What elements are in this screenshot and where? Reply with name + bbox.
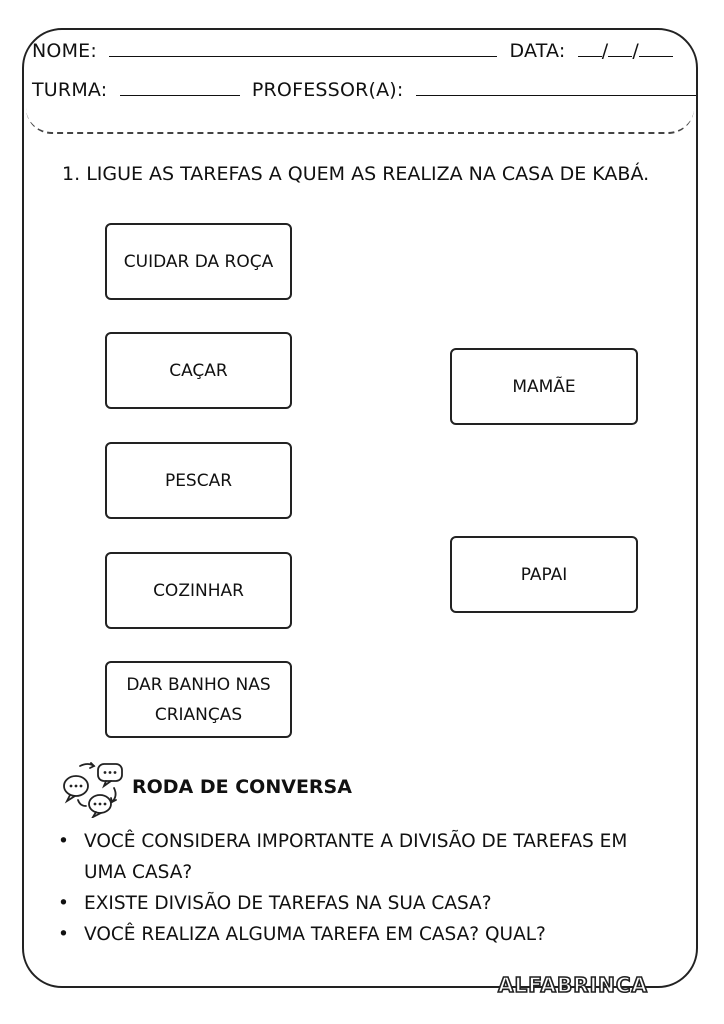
professor-field[interactable] xyxy=(415,79,696,96)
section-title: RODA DE CONVERSA xyxy=(132,776,352,798)
task-box[interactable]: PESCAR xyxy=(105,442,292,519)
turma-label: TURMA: xyxy=(32,79,108,101)
alfabrinca-logo: ALFABRINCA xyxy=(497,972,648,998)
task-label-line: DAR BANHO NAS xyxy=(126,674,271,695)
bullet-icon: • xyxy=(58,831,69,852)
list-item: • VOCÊ CONSIDERA IMPORTANTE A DIVISÃO DE… xyxy=(58,826,688,888)
data-label: DATA: xyxy=(509,40,566,62)
task-label: COZINHAR xyxy=(153,580,244,601)
task-box[interactable]: DAR BANHO NAS CRIANÇAS xyxy=(105,661,292,738)
question-number: 1. xyxy=(62,163,81,185)
nome-label: NOME: xyxy=(32,40,97,62)
task-box[interactable]: COZINHAR xyxy=(105,552,292,629)
list-item-text: EXISTE DIVISÃO DE TAREFAS NA SUA CASA? xyxy=(84,893,492,914)
task-label-line: CRIANÇAS xyxy=(154,704,243,725)
list-item-text: UMA CASA? xyxy=(84,862,193,883)
list-item: • VOCÊ REALIZA ALGUMA TAREFA EM CASA? QU… xyxy=(58,919,688,950)
speech-bubbles-icon xyxy=(63,762,123,818)
bullet-icon: • xyxy=(58,893,69,914)
turma-field[interactable] xyxy=(119,79,240,96)
discussion-list: • VOCÊ CONSIDERA IMPORTANTE A DIVISÃO DE… xyxy=(58,826,688,950)
bullet-icon: • xyxy=(58,924,69,945)
person-label: PAPAI xyxy=(520,564,568,585)
task-label: PESCAR xyxy=(164,470,233,491)
data-month-field[interactable] xyxy=(608,40,633,57)
professor-label: PROFESSOR(A): xyxy=(251,79,404,101)
nome-field[interactable] xyxy=(109,40,498,57)
task-label: CUIDAR DA ROÇA xyxy=(123,251,274,272)
data-day-field[interactable] xyxy=(577,40,602,57)
data-year-field[interactable] xyxy=(638,40,673,57)
brand-name: ALFABRINCA xyxy=(498,973,648,997)
page-border xyxy=(22,28,698,988)
task-box[interactable]: CUIDAR DA ROÇA xyxy=(105,223,292,300)
list-item: • EXISTE DIVISÃO DE TAREFAS NA SUA CASA? xyxy=(58,888,688,919)
list-item-text: VOCÊ CONSIDERA IMPORTANTE A DIVISÃO DE T… xyxy=(84,831,628,852)
question-text: LIGUE AS TAREFAS A QUEM AS REALIZA NA CA… xyxy=(86,163,650,185)
task-label: CAÇAR xyxy=(169,360,228,381)
task-box[interactable]: CAÇAR xyxy=(105,332,292,409)
nome-row: NOME: DATA: / / xyxy=(32,40,673,62)
data-separator: / xyxy=(601,40,609,62)
turma-row: TURMA: PROFESSOR(A): xyxy=(32,79,696,101)
data-separator: / xyxy=(632,40,639,62)
header-separator xyxy=(26,108,694,134)
person-box-mamae[interactable]: MAMÃE xyxy=(450,348,638,425)
person-box-papai[interactable]: PAPAI xyxy=(450,536,638,613)
question-title: 1. LIGUE AS TAREFAS A QUEM AS REALIZA NA… xyxy=(62,163,649,185)
list-item-text: VOCÊ REALIZA ALGUMA TAREFA EM CASA? QUAL… xyxy=(84,924,546,945)
person-label: MAMÃE xyxy=(512,376,576,397)
